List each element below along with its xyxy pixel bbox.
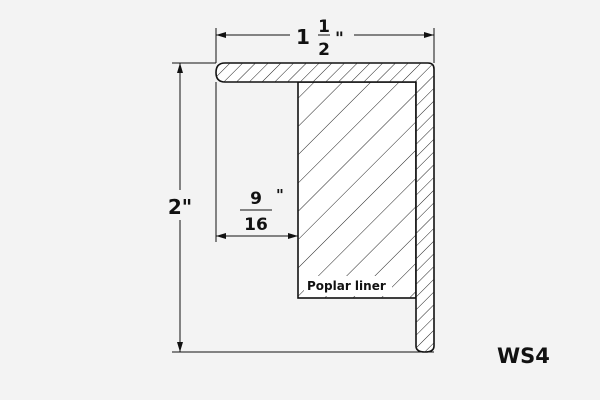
model-label: WS4 (497, 344, 550, 368)
width-denominator: 2 (318, 40, 330, 60)
liner-label: Poplar liner (307, 279, 386, 293)
offset-unit: " (276, 186, 284, 204)
width-numerator: 1 (318, 17, 330, 37)
width-whole: 1 (296, 25, 310, 49)
offset-numerator: 9 (250, 189, 262, 209)
offset-denominator: 16 (244, 215, 268, 235)
height-label: 2" (168, 195, 192, 219)
width-unit: " (335, 29, 344, 49)
liner-section (297, 81, 417, 299)
dimension-lines (172, 28, 435, 353)
